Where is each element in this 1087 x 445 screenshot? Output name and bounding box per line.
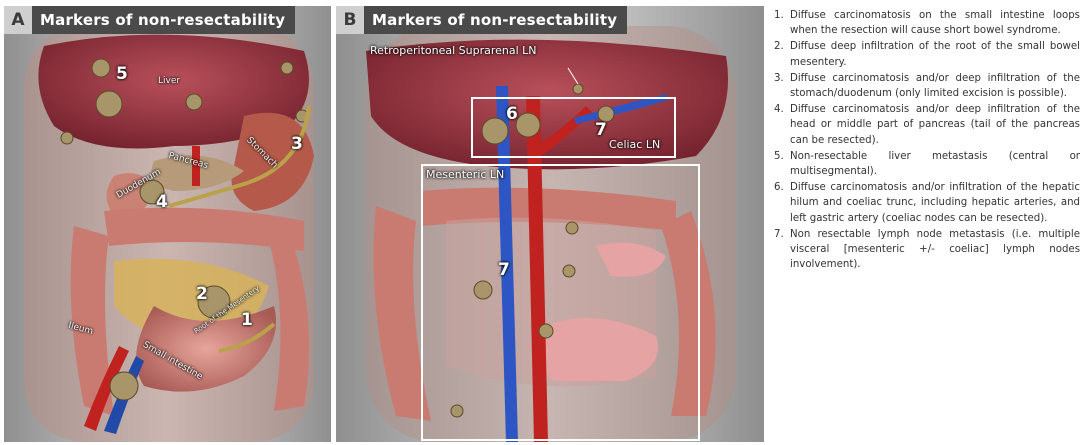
panel-b-title: Markers of non-resectability xyxy=(364,6,627,34)
non-resectability-criteria-list: 1. Diffuse carcinomatosis on the small in… xyxy=(774,8,1080,273)
marker-7-mesenteric: 7 xyxy=(498,260,510,280)
marker-5: 5 xyxy=(116,64,128,84)
organ-label-liver: Liver xyxy=(158,76,180,86)
criterion-1: 1. Diffuse carcinomatosis on the small in… xyxy=(774,8,1080,38)
criterion-number: 3. xyxy=(774,71,784,86)
criterion-5: 5. Non-resectable liver metastasis (centr… xyxy=(774,149,1080,179)
panel-b-header: B Markers of non-resectability xyxy=(336,6,627,34)
criterion-number: 6. xyxy=(774,180,784,195)
panel-a-header: A Markers of non-resectability xyxy=(4,6,295,34)
marker-3: 3 xyxy=(291,134,303,154)
panel-a-title: Markers of non-resectability xyxy=(32,6,295,34)
criterion-number: 7. xyxy=(774,227,784,242)
panel-a-anatomy-drawing xyxy=(4,6,331,442)
criterion-text: Diffuse carcinomatosis on the small inte… xyxy=(790,10,1080,36)
criterion-6: 6. Diffuse carcinomatosis and/or infiltra… xyxy=(774,180,1080,226)
criterion-4: 4. Diffuse carcinomatosis and/or deep inf… xyxy=(774,102,1080,148)
criterion-7: 7. Non resectable lymph node metastasis (… xyxy=(774,227,1080,273)
criterion-text: Diffuse carcinomatosis and/or infiltrati… xyxy=(790,182,1080,223)
criterion-number: 5. xyxy=(774,149,784,164)
marker-1: 1 xyxy=(241,310,253,330)
celiac-ln-label: Celiac LN xyxy=(609,138,660,151)
criterion-number: 2. xyxy=(774,39,784,54)
criterion-number: 4. xyxy=(774,102,784,117)
mesenteric-ln-box xyxy=(421,164,700,441)
retroperitoneal-ln-label: Retroperitoneal Suprarenal LN xyxy=(370,44,537,57)
mesenteric-ln-label: Mesenteric LN xyxy=(426,168,504,181)
marker-4: 4 xyxy=(156,192,168,212)
criterion-text: Diffuse carcinomatosis and/or deep infil… xyxy=(790,104,1080,145)
criterion-text: Diffuse carcinomatosis and/or deep infil… xyxy=(790,73,1080,99)
criterion-2: 2. Diffuse deep infiltration of the root … xyxy=(774,39,1080,69)
marker-7-celiac: 7 xyxy=(595,120,607,140)
criterion-text: Non-resectable liver metastasis (central… xyxy=(790,151,1080,177)
marker-6: 6 xyxy=(506,104,518,124)
panel-b-letter: B xyxy=(336,6,364,34)
panel-b-illustration: B Markers of non-resectability Retroperi… xyxy=(336,6,764,442)
marker-2: 2 xyxy=(196,284,208,304)
panel-a-illustration: A Markers of non-resectability 5 3 4 2 1… xyxy=(4,6,331,442)
panel-a-letter: A xyxy=(4,6,32,34)
criterion-3: 3. Diffuse carcinomatosis and/or deep inf… xyxy=(774,71,1080,101)
criterion-number: 1. xyxy=(774,8,784,23)
criterion-text: Diffuse deep infiltration of the root of… xyxy=(790,41,1080,67)
criterion-text: Non resectable lymph node metastasis (i.… xyxy=(790,229,1080,270)
